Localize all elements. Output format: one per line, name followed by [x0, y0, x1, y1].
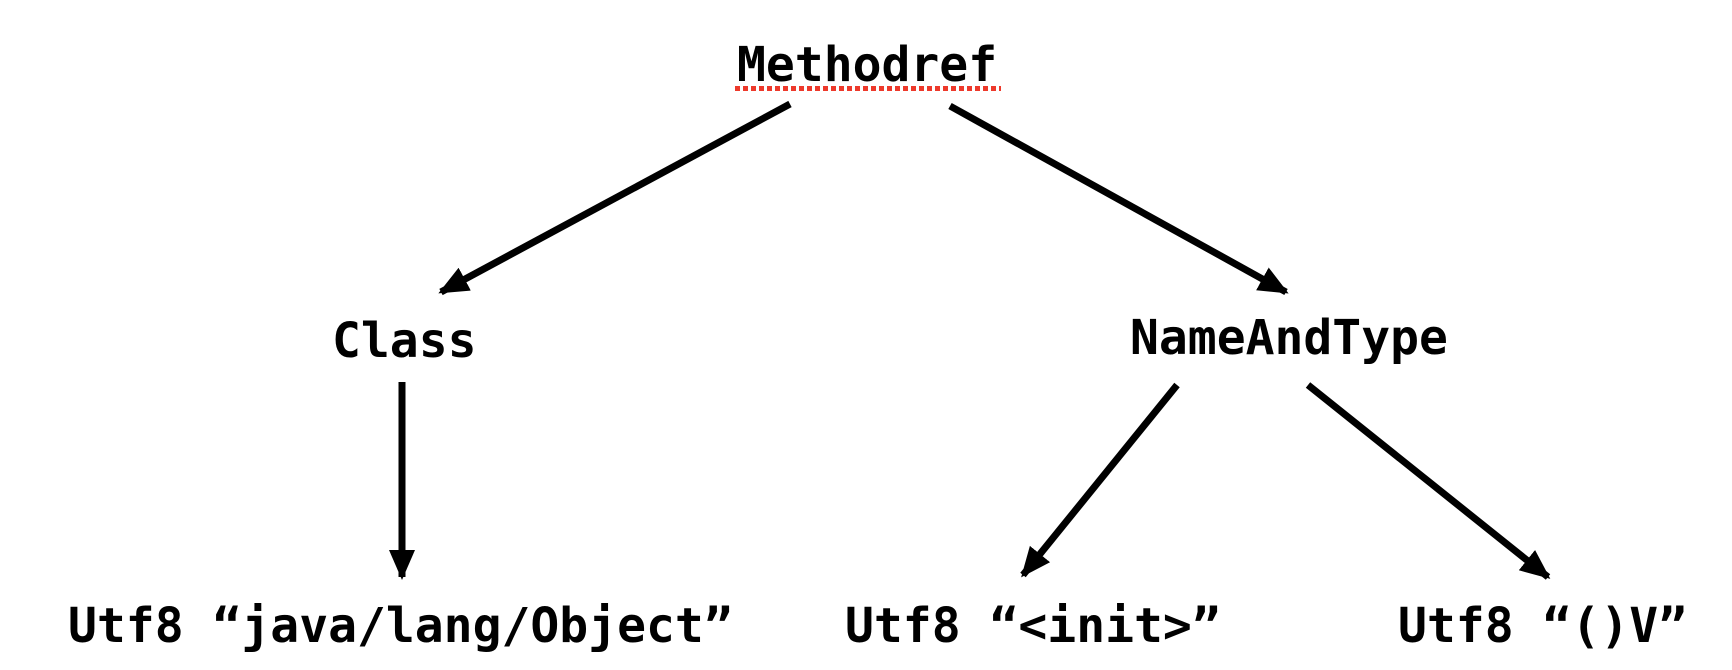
arrow-nameandtype-to-utf8-v [1305, 382, 1551, 580]
tree-node-nameandtype: NameAndType [1130, 310, 1448, 366]
tree-node-utf8-v: Utf8 “()V” [1398, 598, 1687, 654]
arrow-methodref-to-class [438, 100, 792, 296]
tree-node-utf8-init: Utf8 “<init>” [845, 598, 1221, 654]
tree-node-methodref: Methodref [734, 37, 1002, 93]
tree-node-utf8-java-lang-object: Utf8 “java/lang/Object” [68, 598, 733, 654]
arrow-methodref-to-nameandtype [948, 102, 1289, 296]
tree-node-class: Class [332, 313, 477, 369]
arrow-nameandtype-to-utf8-init [1020, 382, 1180, 578]
